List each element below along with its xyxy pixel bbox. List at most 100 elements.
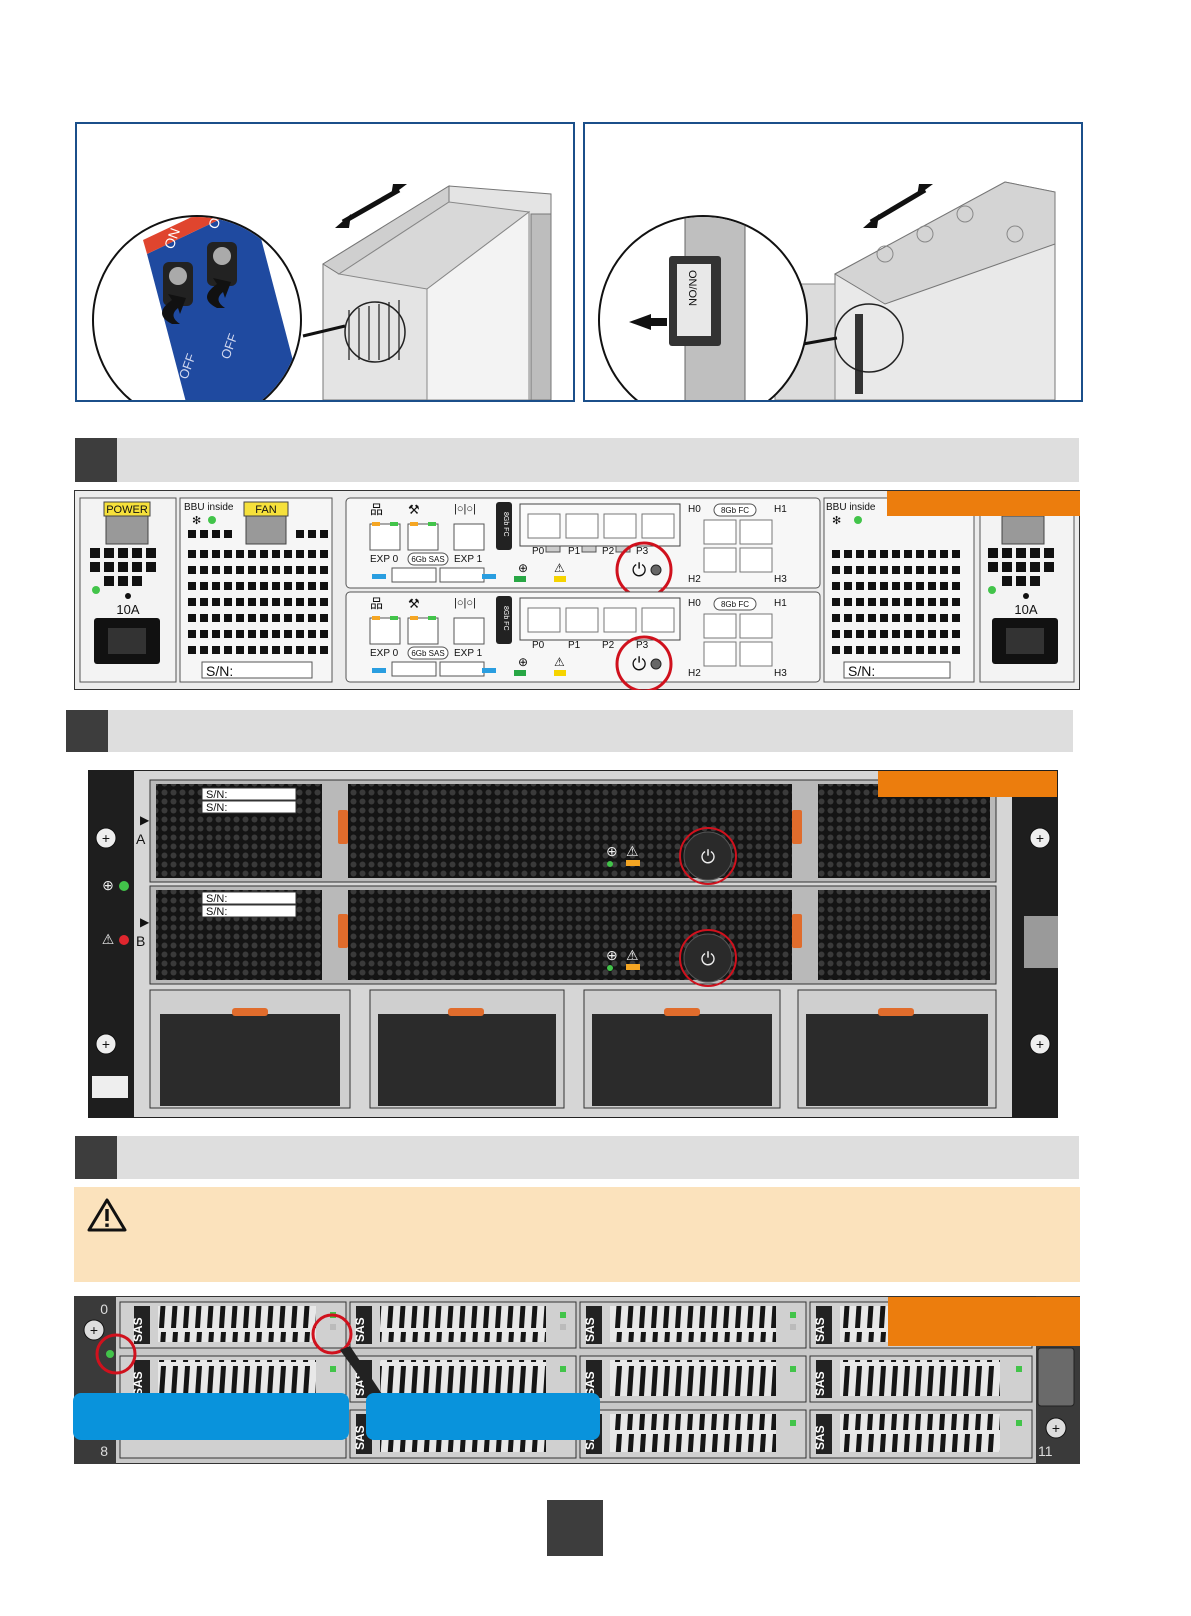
svg-text:+: + bbox=[90, 1322, 98, 1338]
sn-label-left: S/N: bbox=[206, 663, 233, 679]
controller-enclosure-rear: POWER 10A BBU inside ✻ FAN bbox=[73, 489, 1081, 693]
drive-label-r3c2: SAS bbox=[353, 1425, 367, 1450]
expansion-enclosure-front: + + + + ⊕ ⚠ ▶ A ▶ B S/N: S/N: ⊕ ⚠ ⏻ bbox=[87, 769, 1059, 1119]
port-p3-a: P3 bbox=[636, 546, 649, 557]
host-port-h0-b: H0 bbox=[688, 598, 701, 609]
drive-label-r1c2: SAS bbox=[353, 1317, 367, 1342]
fc-label-b: 8Gb FC bbox=[721, 600, 749, 609]
svg-text:+: + bbox=[102, 830, 110, 846]
psu-vent-left bbox=[90, 548, 156, 586]
host-port-h2-b: H2 bbox=[688, 668, 701, 679]
caution-notice bbox=[74, 1187, 1080, 1282]
power-label: POWER bbox=[106, 504, 148, 516]
fan-icon: ✻ bbox=[192, 515, 201, 527]
fan-vent-left bbox=[188, 530, 328, 654]
fan-module-right: BBU inside ✻ S/N: bbox=[823, 497, 975, 683]
cabinet-illustration-2 bbox=[774, 181, 1056, 400]
status-icon-b: ⊕ bbox=[518, 655, 528, 669]
module-b-status-icon: ⊕ bbox=[606, 947, 618, 963]
warning-icon-b: ⚠ bbox=[554, 655, 565, 669]
power-status-icon: ⊕ bbox=[102, 877, 114, 893]
warning-icon-a: ⚠ bbox=[554, 561, 565, 575]
fc-short-label-a: 8Gb FC bbox=[502, 512, 509, 537]
status-icon-a: ⊕ bbox=[518, 561, 528, 575]
slot-number-8: 8 bbox=[100, 1443, 108, 1459]
host-port-h1-b: H1 bbox=[774, 598, 787, 609]
fan-module-left: BBU inside ✻ FAN S/N: bbox=[179, 497, 333, 683]
sn-label-b1: S/N: bbox=[206, 893, 227, 905]
port-p0-a: P0 bbox=[532, 546, 545, 557]
rating-label-right: 10A bbox=[1014, 602, 1037, 617]
controller-module-b: 品 ⚒ |○|○| EXP 0 6Gb SAS EXP 1 8Gb FC P0 … bbox=[345, 591, 821, 693]
port-p0-b: P0 bbox=[532, 640, 545, 651]
slot-number-11: 11 bbox=[1038, 1443, 1053, 1459]
module-b-warning-icon: ⚠ bbox=[626, 947, 639, 963]
expansion-module-b: S/N: S/N: ⊕ ⚠ ⏻ bbox=[149, 885, 997, 987]
port-p3-b: P3 bbox=[636, 640, 649, 651]
slide-arrow-icon-2 bbox=[863, 184, 933, 228]
enclosure-status-led-red bbox=[119, 935, 129, 945]
host-port-h2-a: H2 bbox=[688, 574, 701, 585]
callout-pointer bbox=[340, 1346, 382, 1394]
exp0-label-b: EXP 0 bbox=[370, 648, 399, 659]
orange-tag-3 bbox=[888, 1297, 1080, 1346]
slot-a-arrow: ▶ bbox=[140, 813, 150, 827]
callout-drive-led bbox=[366, 1393, 600, 1440]
host-port-h3-a: H3 bbox=[774, 574, 787, 585]
fault-warning-icon: ⚠ bbox=[102, 931, 115, 947]
host-port-h0-a: H0 bbox=[688, 504, 701, 515]
module-a-power-icon: ⏻ bbox=[701, 847, 715, 867]
power-icon-a: ⏻ bbox=[632, 560, 646, 580]
page-number-box bbox=[547, 1500, 603, 1556]
host-port-h3-b: H3 bbox=[774, 668, 787, 679]
svg-text:+: + bbox=[102, 1036, 110, 1052]
wrench-icon: ⚒ bbox=[408, 502, 420, 517]
module-b-power-highlight bbox=[679, 929, 737, 987]
cabinet-illustration bbox=[322, 185, 552, 400]
svg-text:+: + bbox=[1036, 1036, 1044, 1052]
enclosure-led bbox=[106, 1350, 114, 1358]
slot-b-label: B bbox=[136, 933, 145, 949]
port-p2-b: P2 bbox=[602, 640, 615, 651]
sas-label-a: 6Gb SAS bbox=[411, 555, 444, 564]
module-a-power-highlight bbox=[679, 827, 737, 885]
drive-label-r1c1: SAS bbox=[131, 1317, 145, 1342]
slide-arrow-icon bbox=[335, 184, 407, 228]
bbu-label-right: BBU inside bbox=[826, 502, 876, 513]
port-p1-a: P1 bbox=[568, 546, 581, 557]
exp0-label-a: EXP 0 bbox=[370, 554, 399, 565]
drive-label-r1c3: SAS bbox=[583, 1317, 597, 1342]
module-a-warning-icon: ⚠ bbox=[626, 843, 639, 859]
drive-label-r3c4: SAS bbox=[813, 1425, 827, 1450]
callout-enclosure-led bbox=[73, 1393, 349, 1440]
bbu-label-left: BBU inside bbox=[184, 502, 234, 513]
pdu-switch-closeup: ON/ON bbox=[629, 217, 746, 400]
module-b-power-icon: ⏻ bbox=[701, 949, 715, 969]
step-bar-1 bbox=[75, 438, 1079, 482]
drive-label-r2c3: SAS bbox=[583, 1371, 597, 1396]
sn-label-a2: S/N: bbox=[206, 802, 227, 814]
orange-tag-2 bbox=[878, 771, 1057, 797]
sas-label-b: 6Gb SAS bbox=[411, 649, 444, 658]
slot-number-0: 0 bbox=[100, 1301, 108, 1317]
power-supply-left: POWER 10A bbox=[79, 497, 177, 683]
illustration-panel-pdu: ON/ON bbox=[583, 122, 1083, 402]
fan-icon-right: ✻ bbox=[832, 515, 841, 527]
svg-text:+: + bbox=[1052, 1420, 1060, 1436]
controller-module-a: 品 ⚒ |○|○| EXP 0 6Gb SAS EXP 1 8Gb FC P0 … bbox=[345, 497, 821, 599]
wrench-icon-b: ⚒ bbox=[408, 596, 420, 611]
warning-icon bbox=[87, 1198, 127, 1232]
serial-port-icon: |○|○| bbox=[454, 503, 476, 515]
step-number-box-1 bbox=[75, 438, 117, 482]
push-arrow-icon bbox=[629, 314, 667, 330]
step-number-box-3 bbox=[75, 1136, 117, 1179]
port-p1-b: P1 bbox=[568, 640, 581, 651]
drive-row-1: SAS SAS SAS SAS bbox=[119, 1301, 1033, 1349]
exp1-label-b: EXP 1 bbox=[454, 648, 483, 659]
sn-label-b2: S/N: bbox=[206, 906, 227, 918]
power-supply-right: 10A bbox=[979, 497, 1075, 683]
drive-led-highlight bbox=[311, 1313, 353, 1355]
slot-a-label: A bbox=[136, 831, 146, 847]
orange-tag-1 bbox=[887, 491, 1080, 516]
fan-label: FAN bbox=[255, 504, 276, 516]
